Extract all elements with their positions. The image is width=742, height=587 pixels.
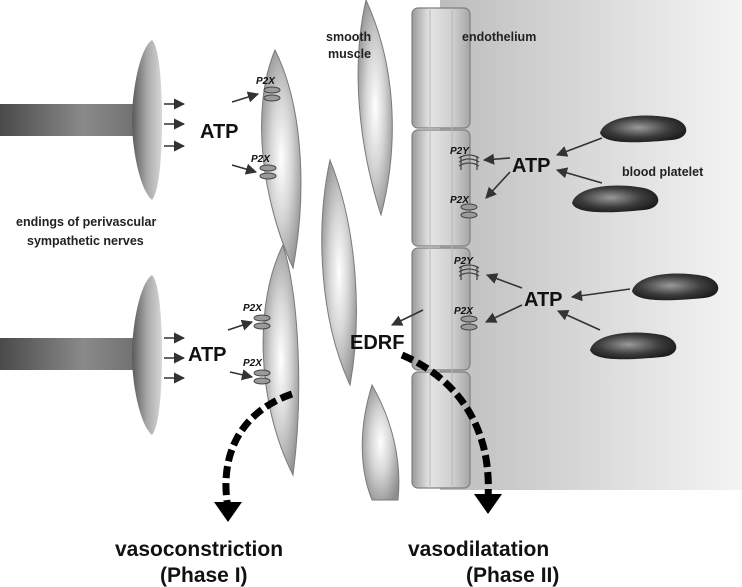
smooth-muscle-cell-4: [321, 158, 357, 387]
smooth-muscle-cells: [261, 0, 400, 501]
receptor-label-p2x: P2X: [450, 195, 470, 206]
platelet-arrows: [390, 137, 631, 331]
nerve-bouton-top: [132, 40, 162, 200]
atp-label-platelet-top: ATP: [512, 155, 551, 177]
receptor-label-p2x: P2X: [251, 154, 271, 165]
receptor-label-p2y: P2Y: [450, 146, 470, 157]
p2y-receptor-shapes: [458, 154, 480, 280]
endothelial-cell-3: [411, 247, 471, 371]
endothelium-label: endothelium: [462, 30, 536, 44]
endothelium-layer: [411, 7, 471, 489]
endothelial-cell-1: [411, 7, 471, 129]
endothelial-cell-2: [411, 129, 471, 247]
smooth-muscle-cell-1: [261, 48, 302, 270]
nerve-axon-bottom: [0, 338, 140, 370]
platelet-4: [590, 332, 677, 360]
platelet-3: [632, 273, 719, 301]
atp-label-nerve-top: ATP: [200, 121, 239, 143]
nerve-label: endings of perivascular: [16, 215, 156, 229]
labels: smooth muscle endothelium blood platelet…: [16, 30, 704, 587]
phase-i-label: (Phase I): [160, 564, 248, 587]
receptor-label-p2x: P2X: [243, 358, 263, 369]
endothelial-cell-4: [411, 371, 471, 489]
smooth-muscle-label: smooth: [326, 30, 371, 44]
smooth-muscle-cell-3: [357, 0, 393, 217]
vasoconstriction-arrow: [214, 390, 294, 522]
nerve-bouton-bottom: [132, 275, 162, 435]
nerve-terminal-top: [0, 40, 162, 200]
nerve-terminal-bottom: [0, 275, 162, 435]
atp-label-nerve-bottom: ATP: [188, 344, 227, 366]
blood-platelets: [572, 115, 719, 360]
receptor-label-p2y: P2Y: [454, 256, 474, 267]
vasodilatation-label: vasodilatation: [408, 538, 549, 561]
receptor-label-p2x: P2X: [454, 306, 474, 317]
atp-label-platelet-bottom: ATP: [524, 289, 563, 311]
smooth-muscle-cell-2: [262, 243, 300, 477]
edrf-label: EDRF: [350, 332, 404, 354]
receptor-shapes: [253, 86, 478, 385]
nerve-axon-top: [0, 104, 140, 136]
nerve-release-arrows: [164, 98, 186, 384]
platelet-1: [600, 115, 687, 143]
vasodilatation-arrow: [400, 351, 502, 514]
platelet-2: [572, 185, 659, 213]
receptor-label-p2x: P2X: [256, 76, 276, 87]
phase-ii-label: (Phase II): [466, 564, 559, 587]
blood-platelet-label: blood platelet: [622, 165, 704, 179]
vessel-lumen: [440, 0, 742, 490]
nerve-label-2: sympathetic nerves: [27, 234, 144, 248]
smooth-muscle-label-2: muscle: [328, 47, 371, 61]
receptor-label-p2x: P2X: [243, 303, 263, 314]
smooth-muscle-cell-5: [361, 383, 400, 501]
vasoconstriction-label: vasoconstriction: [115, 538, 283, 561]
atp-to-receptor-arrows-nerve: [227, 91, 260, 381]
